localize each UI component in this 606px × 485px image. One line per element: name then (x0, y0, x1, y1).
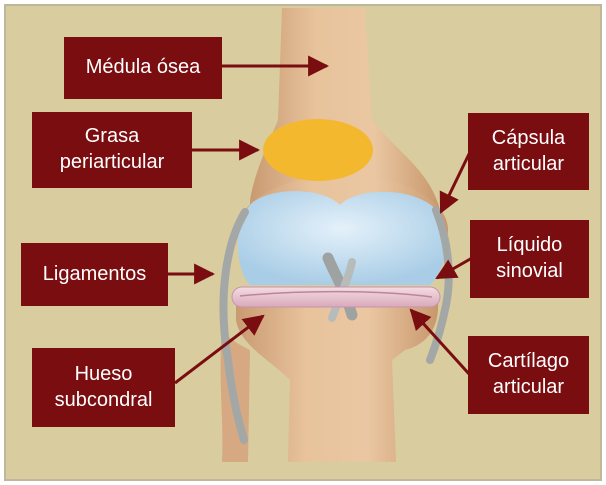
articular-cartilage (232, 287, 440, 307)
synovial-fluid (238, 191, 446, 285)
periarticular-fat (263, 119, 373, 181)
tibia (236, 300, 438, 462)
label-cartilago-articular: Cartílago articular (468, 336, 589, 414)
arrow-hueso (175, 316, 263, 383)
label-medula-osea: Médula ósea (64, 37, 222, 99)
label-capsula-articular: Cápsula articular (468, 113, 589, 190)
label-grasa-periarticular: Grasa periarticular (32, 112, 192, 188)
label-liquido-sinovial: Líquido sinovial (470, 220, 589, 298)
label-ligamentos: Ligamentos (21, 243, 168, 306)
label-hueso-subcondral: Hueso subcondral (32, 348, 175, 427)
arrow-capsula (441, 152, 470, 212)
